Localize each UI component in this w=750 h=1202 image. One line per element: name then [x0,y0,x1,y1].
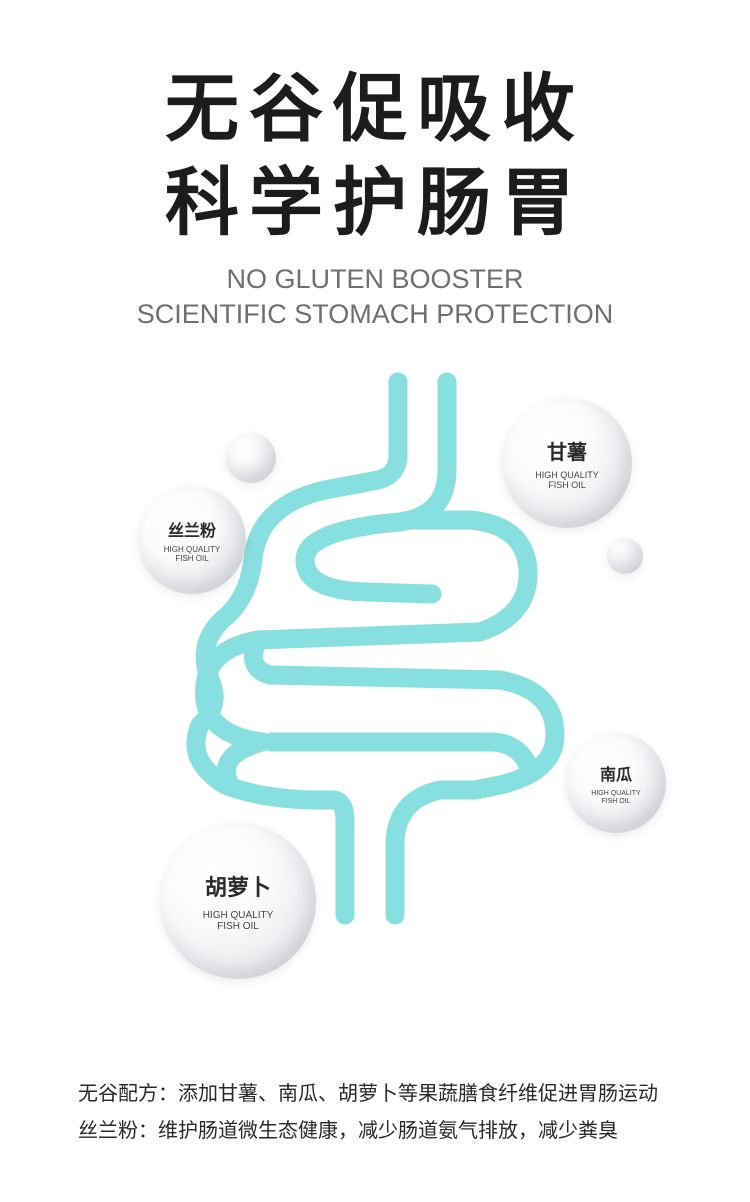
bubble-sub-2: FISH OIL [601,797,631,805]
intestine-inner-wall [295,372,457,604]
bubble-name: 甘薯 [547,439,587,464]
bubble-sub-1: HIGH QUALITY [591,789,641,797]
title-line-2: 科学护肠胃 [165,160,585,246]
bubble-sub-2: FISH OIL [175,553,209,563]
intestine-right-wall [244,510,565,800]
bubble-sub-1: HIGH QUALITY [202,910,274,921]
subtitle-line-2: SCIENTIFIC STOMACH PROTECTION [136,299,614,329]
subtitle-block: NO GLUTEN BOOSTER SCIENTIFIC STOMACH PRO… [0,262,750,332]
intestine-loop-4 [216,732,272,795]
subtitle-line-1: NO GLUTEN BOOSTER [226,264,524,294]
bubble-sub-2: FISH OIL [548,479,586,490]
intestine-loop-2 [262,732,540,780]
bubble-name: 胡萝卜 [204,876,271,901]
bubble-name: 南瓜 [599,764,632,784]
footer-line-1: 无谷配方：添加甘薯、南瓜、胡萝卜等果蔬膳食纤维促进胃肠运动 [78,1081,658,1105]
small-bubble-2 [607,538,643,574]
intestine-left-loop [195,630,272,752]
small-bubble-1 [226,433,276,483]
bubble-pumpkin: 南瓜 HIGH QUALITY FISH OIL [566,733,666,833]
title-line-1: 无谷促吸收 [165,66,585,152]
bubble-carrot: 胡萝卜 HIGH QUALITY FISH OIL [160,823,316,979]
bubble-sweet-potato: 甘薯 HIGH QUALITY FISH OIL [502,398,632,528]
bubble-name: 丝兰粉 [167,520,216,540]
footer-line-2: 丝兰粉：维护肠道微生态健康，减少肠道氨气排放，减少粪臭 [78,1118,618,1142]
bubble-sub-2: FISH OIL [217,921,259,932]
bubble-sub-1: HIGH QUALITY [163,544,221,554]
intestine-bottom [385,780,485,925]
bubble-silk-orchid: 丝兰粉 HIGH QUALITY FISH OIL [138,486,246,594]
title-block: 无谷促吸收 科学护肠胃 [0,62,750,250]
bubble-sub-1: HIGH QUALITY [535,469,599,480]
footer-description: 无谷配方：添加甘薯、南瓜、胡萝卜等果蔬膳食纤维促进胃肠运动 丝兰粉：维护肠道微生… [78,1075,718,1149]
